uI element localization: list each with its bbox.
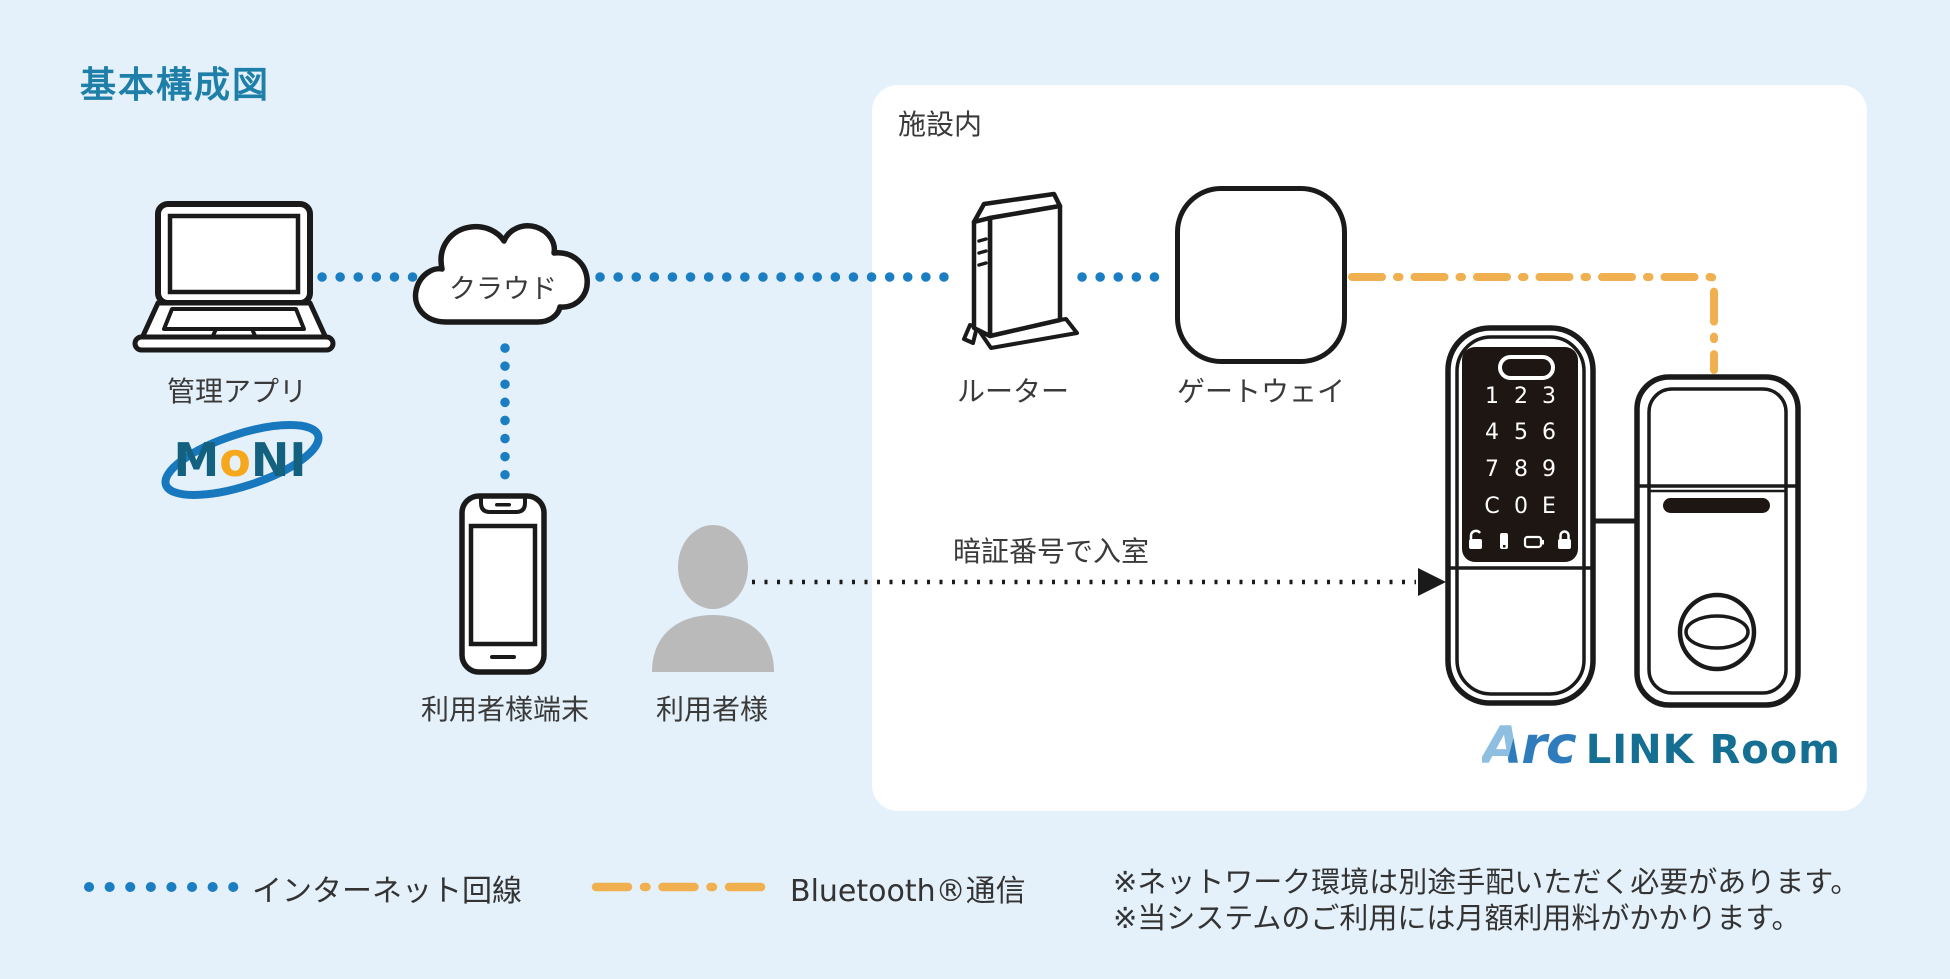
moni-ni: NI <box>250 433 307 487</box>
router-label: ルーター <box>956 375 1069 408</box>
legend-internet-label: インターネット回線 <box>252 874 522 909</box>
key-0: 0 <box>1514 494 1528 519</box>
moni-swoosh-icon <box>161 421 323 499</box>
key-2: 2 <box>1514 384 1528 409</box>
footnote-fee: ※当システムのご利用には月額利用料がかかります。 <box>1113 901 1801 935</box>
key-3: 3 <box>1542 384 1556 409</box>
footnotes: ※ネットワーク環境は別途手配いただく必要があります。 ※当システムのご利用には月… <box>1113 864 1859 936</box>
router-icon <box>962 191 1079 350</box>
page-title: 基本構成図 <box>80 65 271 106</box>
person-icon <box>652 525 774 672</box>
lock-status-icons <box>1469 529 1571 549</box>
bluetooth-line <box>1348 273 1718 374</box>
pin-entry-arrow-head <box>1418 568 1446 596</box>
admin-app-label: 管理アプリ <box>166 375 307 408</box>
arc-link-room-logo: Arc LINK Room <box>1482 716 1841 776</box>
battery-icon <box>1523 535 1544 549</box>
gateway-icon <box>1175 186 1347 364</box>
phone-icon <box>1500 533 1508 549</box>
arc-logo-arc: Arc <box>1482 716 1577 776</box>
moni-o: o <box>219 433 251 487</box>
arc-logo-rest: LINK Room <box>1585 727 1841 773</box>
laptop-icon <box>132 201 336 353</box>
key-C: C <box>1484 494 1499 519</box>
key-8: 8 <box>1514 457 1528 482</box>
gateway-label: ゲートウェイ <box>1176 375 1345 408</box>
unlock-icon <box>1469 529 1482 549</box>
bluetooth-line-sample <box>591 882 781 892</box>
cloud-icon <box>412 223 590 325</box>
user-label: 利用者様 <box>655 693 768 726</box>
smartphone-icon <box>459 493 547 675</box>
pin-entry-label: 暗証番号で入室 <box>952 535 1149 568</box>
footnote-network: ※ネットワーク環境は別途手配いただく必要があります。 <box>1113 865 1860 899</box>
key-5: 5 <box>1514 420 1528 445</box>
user-device-label: 利用者様端末 <box>420 693 589 726</box>
cloud-label: クラウド <box>449 274 557 305</box>
key-1: 1 <box>1485 384 1499 409</box>
key-6: 6 <box>1542 420 1556 445</box>
legend-bluetooth-label: Bluetooth®通信 <box>790 874 1026 909</box>
smart-lock-icon: 1 2 3 4 5 6 7 8 9 C 0 E <box>1445 325 1801 708</box>
moni-m: M <box>173 433 220 487</box>
internet-line-sample <box>84 882 243 892</box>
key-7: 7 <box>1485 457 1499 482</box>
lock-icon <box>1558 530 1571 549</box>
facility-label: 施設内 <box>898 108 983 141</box>
key-9: 9 <box>1542 457 1556 482</box>
key-E: E <box>1542 494 1556 519</box>
key-4: 4 <box>1485 420 1499 445</box>
